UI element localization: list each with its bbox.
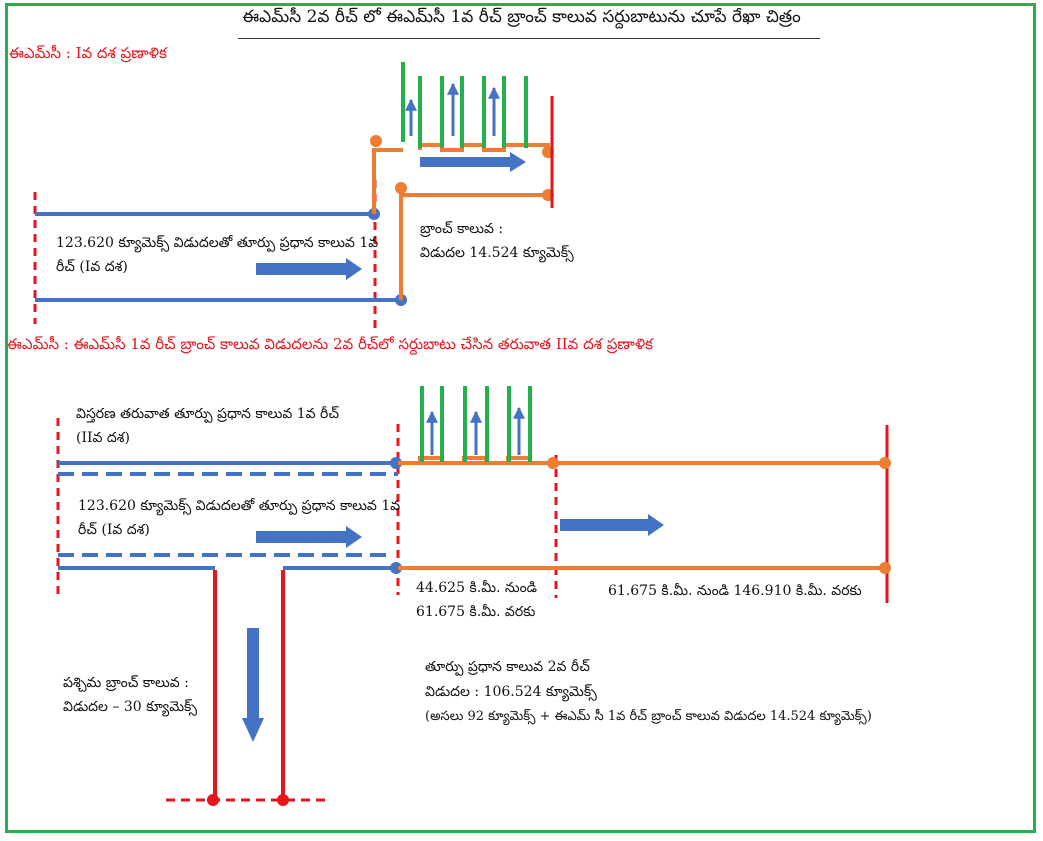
chainage-a-label-2: 61.675 కి.మీ. వరకు: [416, 604, 536, 620]
stage1-branch-node-a: [370, 135, 382, 147]
diagram-title: ఈఎమ్‌సీ 2వ రీచ్ లో ఈఎమ్‌సీ 1వ రీచ్ బ్రాం…: [242, 7, 801, 27]
stage1-flow-arrow-head: [346, 258, 362, 280]
stage2-reach2-flow-arrow-body: [560, 519, 648, 531]
stage2-expanded-label-1: విస్తరణ తరువాత తూర్పు ప్రధాన కాలువ 1వ రీ…: [76, 406, 339, 422]
west-branch-label-2: విడుదల – 30 క్యూమెక్స్: [63, 699, 198, 715]
stage1-main-canal-label-2: రీచ్ (Iవ దశ): [56, 259, 128, 275]
stage1-branch-flow-arrow-head: [510, 152, 526, 172]
reach2-label-1: తూర్పు ప్రధాన కాలువ 2వ రీచ్: [425, 659, 590, 675]
stage1-flow-arrow-body: [256, 263, 346, 275]
stage1-branch-node-b: [395, 182, 407, 194]
stage2-expanded-label-2: (IIవ దశ): [76, 430, 130, 446]
west-branch-node: [207, 794, 219, 806]
stage1-branch-flow-arrow-body: [420, 157, 510, 167]
stage2-stage1-label-2: రీచ్ (Iవ దశ): [78, 522, 150, 538]
stage2-flow-arrow-head: [346, 526, 362, 548]
west-branch-flow-arrow-body: [247, 628, 259, 718]
stage2-reach2-node: [879, 457, 891, 469]
stage1-schematic: [33, 62, 554, 330]
stage1-main-canal-label-1: 123.620 క్యూమెక్స్ విడుదలతో తూర్పు ప్రధా…: [56, 235, 379, 251]
reach2-label-3: (అసలు 92 క్యూమెక్స్ + ఈఎమ్ సీ 1వ రీచ్ బ్…: [425, 709, 872, 724]
stage1-distributary-base: [418, 143, 550, 152]
stage2-reach2-flow-arrow-head: [648, 514, 664, 536]
west-branch-node: [277, 794, 289, 806]
diagram-frame: [5, 3, 1036, 833]
stage1-heading: ఈఎమ్‌సీ : Iవ దశ ప్రణాళిక: [9, 44, 167, 62]
stage2-distributary-base: [418, 456, 532, 465]
reach2-label-2: విడుదల : 106.524 క్యూమెక్స్: [425, 684, 597, 700]
stage2-junction-top: [390, 457, 402, 469]
stage2-reach2-node: [879, 562, 891, 574]
stage2-stage1-label-1: 123.620 క్యూమెక్స్ విడుదలతో తూర్పు ప్రధా…: [78, 498, 401, 514]
title-underline: [238, 38, 820, 39]
stage1-branch-label-2: విడుదల 14.524 క్యూమెక్స్: [420, 245, 574, 261]
west-branch-flow-arrow-head: [242, 718, 264, 742]
stage2-schematic: [56, 386, 891, 806]
stage2-reach2-node: [547, 457, 559, 469]
stage1-branch-top-line: [372, 148, 403, 214]
chainage-b-label: 61.675 కి.మీ. నుండి 146.910 కి.మీ. వరకు: [608, 583, 862, 599]
west-branch-label-1: పశ్చిమ బ్రాంచ్ కాలువ :: [63, 675, 189, 691]
stage1-branch-label-1: బ్రాంచ్ కాలువ :: [420, 221, 504, 237]
chainage-a-label-1: 44.625 కి.మీ. నుండి: [416, 580, 538, 596]
stage2-junction-bottom: [390, 562, 402, 574]
stage2-flow-arrow-body: [256, 531, 346, 543]
stage2-heading: ఈఎమ్‌సీ : ఈఎమ్‌సీ 1వ రీచ్ బ్రాంచ్ కాలువ …: [7, 335, 653, 353]
stage1-branch-bottom-line: [399, 193, 550, 300]
